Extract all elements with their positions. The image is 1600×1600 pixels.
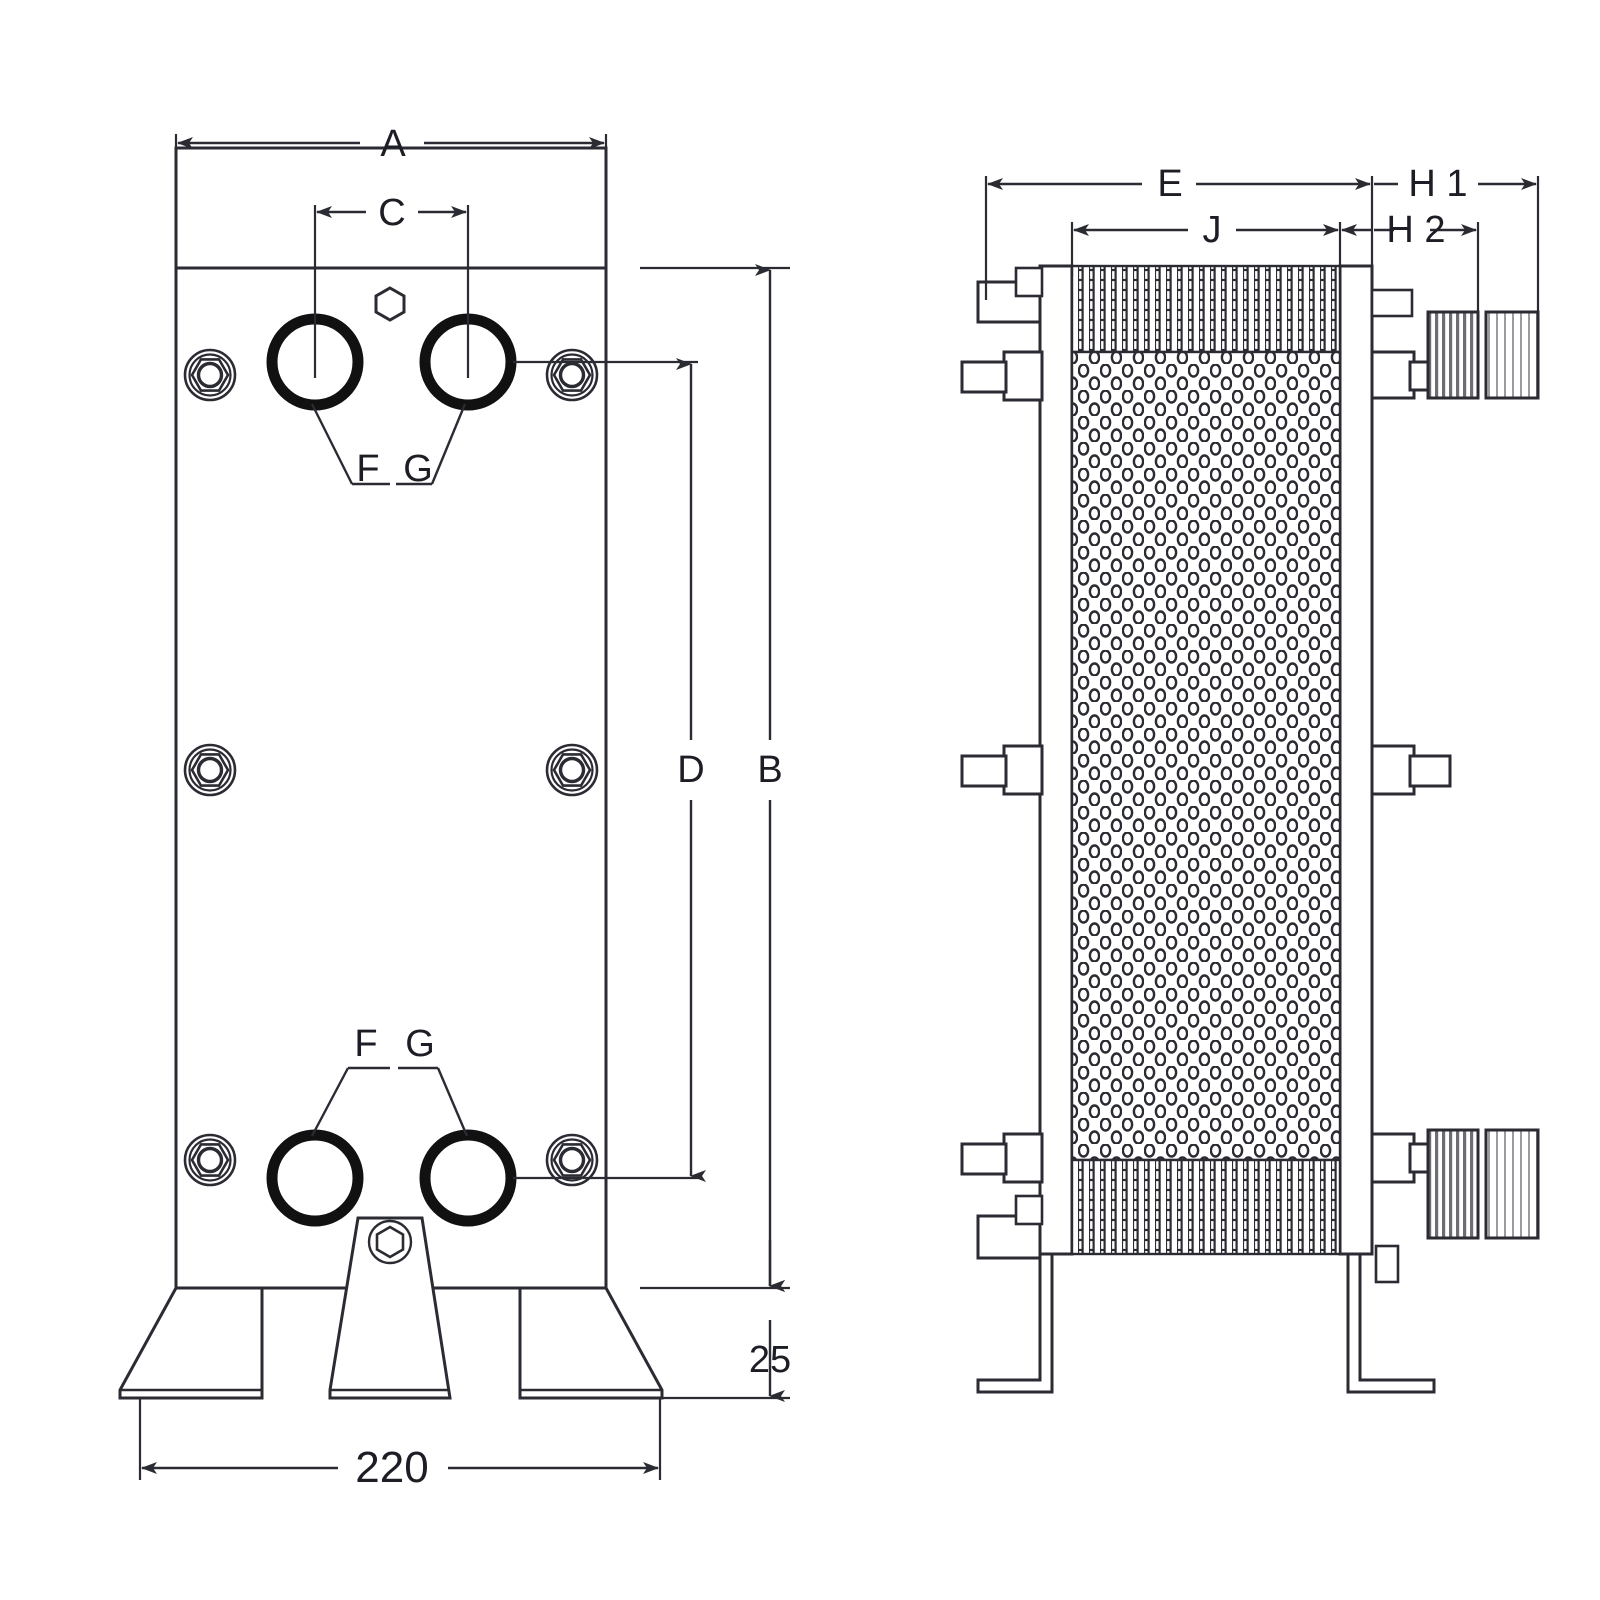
dimension-H1-label: H 1 [1408, 163, 1467, 205]
side-connection-lower-left [976, 1194, 1044, 1260]
dimension-C: C [313, 192, 470, 378]
front-foot-left [118, 1286, 264, 1400]
port-callout-top: F G [310, 403, 467, 490]
tie-bolt-top-left [183, 348, 237, 402]
dimension-D: D [513, 358, 706, 1182]
front-foot-center [328, 1216, 452, 1400]
plate-pack-top-band [1070, 264, 1342, 354]
plate-pack-bottom-band [1070, 1158, 1342, 1256]
side-stud-lower-left [960, 1132, 1044, 1184]
side-connection-upper-right [1370, 288, 1540, 400]
tie-bolt-top-right [545, 348, 599, 402]
side-leg-right [1346, 1252, 1436, 1394]
dimension-25: 25 [640, 1240, 791, 1402]
dimension-B-label: B [757, 749, 782, 791]
side-view-group: E J H 1 H 2 [960, 163, 1540, 1394]
dimension-H1: H 1 [1374, 163, 1540, 318]
tie-bolt-mid-right [545, 743, 599, 797]
port-bottom-right [419, 1129, 517, 1227]
dimension-J-label: J [1203, 209, 1222, 251]
callout-F-top: F [356, 448, 379, 490]
tie-bolt-bot-left [183, 1133, 237, 1187]
dimension-H2: H 2 [1341, 209, 1480, 318]
dimension-E-label: E [1157, 163, 1182, 205]
port-bottom-left [266, 1129, 364, 1227]
callout-G-top: G [403, 448, 433, 490]
dimension-H2-label: H 2 [1386, 209, 1445, 251]
dimension-A-label: A [380, 123, 406, 165]
side-stud-upper-left [960, 350, 1044, 402]
callout-G-bottom: G [405, 1023, 435, 1065]
callout-F-bottom: F [354, 1023, 377, 1065]
side-stud-mid-right [1370, 744, 1452, 796]
tie-bolt-mid-left [183, 743, 237, 797]
side-stud-mid-left [960, 744, 1044, 796]
dimension-220-label: 220 [355, 1443, 428, 1492]
dimension-25-label: 25 [749, 1339, 791, 1381]
plate-pack-core [1070, 350, 1342, 1162]
dimension-D-label: D [677, 749, 704, 791]
side-fixed-head-plate [1038, 264, 1074, 1256]
dimension-E: E [984, 163, 1374, 300]
side-connection-upper-left [976, 266, 1044, 324]
front-view-group: A C D B [118, 123, 791, 1492]
side-pressure-plate [1338, 264, 1374, 1256]
dimension-B: B [640, 264, 790, 1292]
front-foot-right [518, 1286, 664, 1400]
dimension-A: A [174, 123, 608, 268]
dimension-220: 220 [138, 1398, 662, 1492]
vent-hex-top [374, 286, 406, 322]
side-leg-left [976, 1252, 1054, 1394]
dimension-C-label: C [378, 192, 405, 234]
front-frame-plate [174, 146, 608, 1290]
side-connection-lower-right [1370, 1128, 1540, 1284]
port-callout-bottom: F G [310, 1023, 469, 1137]
dimension-J: J [1070, 209, 1342, 276]
